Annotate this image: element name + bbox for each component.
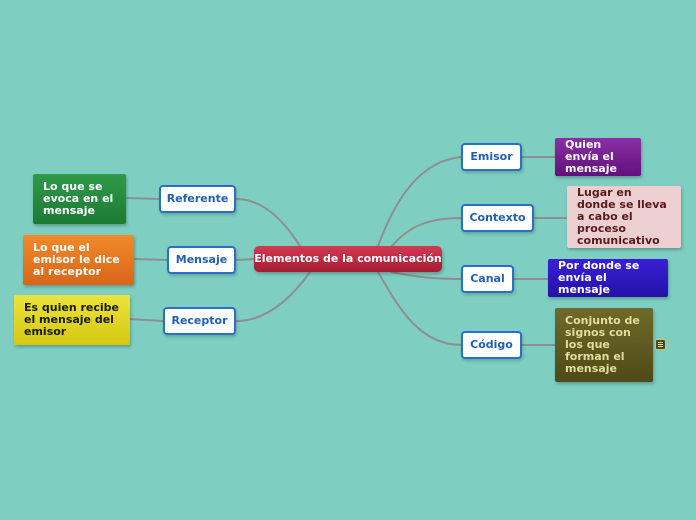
detail-codigo-text: Conjunto de signos con los que forman el… [565,314,640,375]
topic-codigo[interactable]: Código [461,331,522,359]
topic-contexto[interactable]: Contexto [461,204,534,232]
detail-contexto-text: Lugar en donde se lleva a cabo el proces… [577,186,667,247]
central-topic-label: Elementos de la comunicación [254,252,442,265]
topic-referente[interactable]: Referente [159,185,236,213]
topic-codigo-label: Código [470,338,513,351]
topic-referente-label: Referente [166,192,229,205]
topic-emisor[interactable]: Emisor [461,143,522,171]
detail-mensaje[interactable]: Lo que el emisor le dice al receptor [23,235,134,285]
detail-referente-text: Lo que se evoca en el mensaje [43,180,114,217]
detail-emisor-text: Quien envía el mensaje [565,138,617,175]
detail-receptor[interactable]: Es quien recibe el mensaje del emisor [14,295,130,345]
topic-mensaje-label: Mensaje [175,253,228,266]
detail-emisor[interactable]: Quien envía el mensaje [555,138,641,176]
central-topic[interactable]: Elementos de la comunicación [254,246,442,272]
detail-referente[interactable]: Lo que se evoca en el mensaje [33,174,126,224]
topic-mensaje[interactable]: Mensaje [167,246,236,274]
note-icon[interactable] [655,339,666,350]
topic-canal-label: Canal [470,272,505,285]
detail-canal[interactable]: Por donde se envía el mensaje [548,259,668,297]
topic-emisor-label: Emisor [470,150,513,163]
topic-canal[interactable]: Canal [461,265,514,293]
topic-receptor-label: Receptor [171,314,228,327]
detail-mensaje-text: Lo que el emisor le dice al receptor [33,241,120,278]
detail-codigo[interactable]: Conjunto de signos con los que forman el… [555,308,653,382]
detail-canal-text: Por donde se envía el mensaje [558,259,640,296]
detail-contexto[interactable]: Lugar en donde se lleva a cabo el proces… [567,186,681,248]
topic-contexto-label: Contexto [469,211,526,224]
topic-receptor[interactable]: Receptor [163,307,236,335]
detail-receptor-text: Es quien recibe el mensaje del emisor [24,301,119,338]
